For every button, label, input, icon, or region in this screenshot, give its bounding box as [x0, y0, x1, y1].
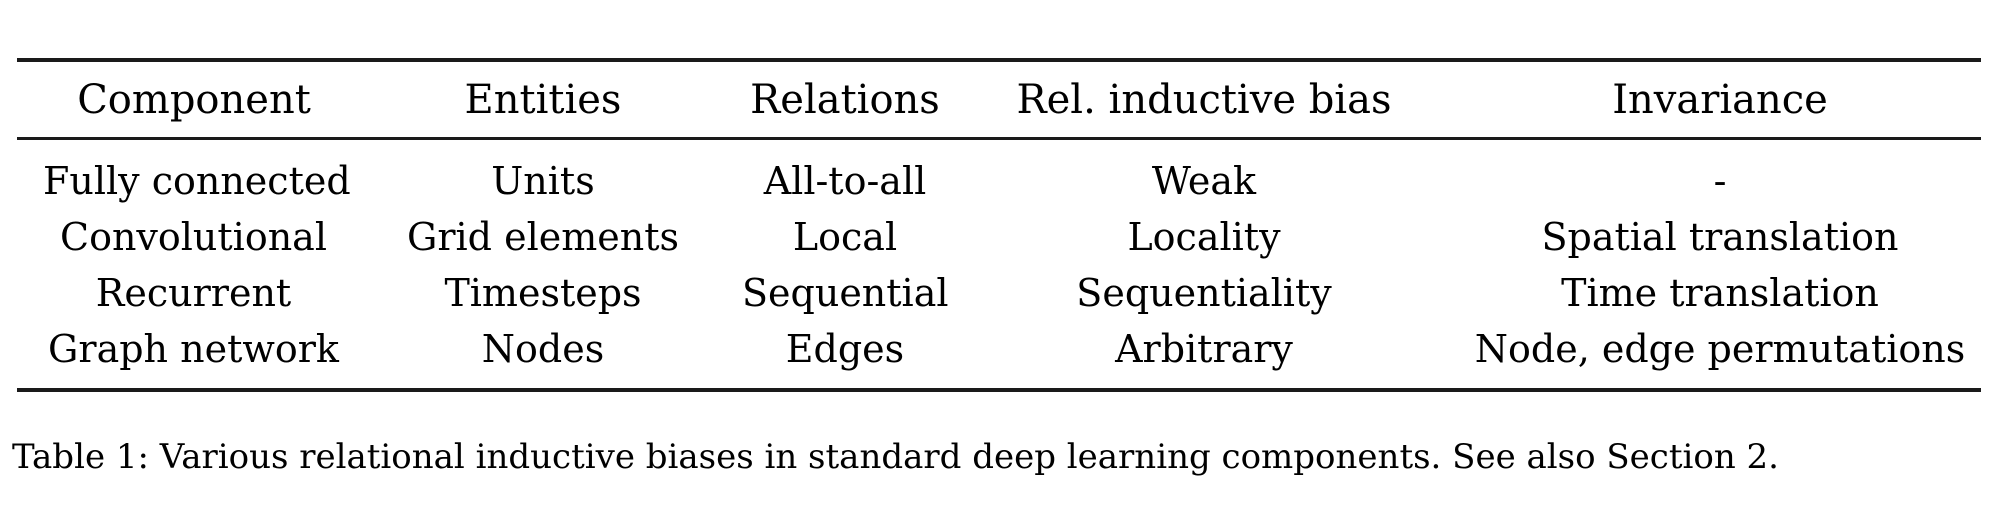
cell-relations: Edges [785, 327, 905, 372]
cell-component: Graph network [48, 327, 339, 372]
cell-entities: Nodes [481, 327, 605, 372]
cell-component: Convolutional [60, 215, 327, 260]
cell-rel-inductive-bias: Arbitrary [1115, 327, 1293, 372]
column-header-rel-inductive-bias: Rel. inductive bias [949, 60, 1459, 141]
column-header-entities: Entities [345, 60, 741, 141]
cell-invariance: Time translation [1561, 271, 1879, 316]
column-header-relations: Relations [741, 60, 949, 141]
cell-relations: All-to-all [763, 159, 927, 204]
cell-component: Fully connected [43, 159, 351, 204]
cell-component: Recurrent [95, 271, 292, 316]
header-row: Component Entities Relations Rel. induct… [17, 60, 1981, 141]
cell-relations: Sequential [742, 271, 949, 316]
table-caption: Table 1: Various relational inductive bi… [12, 437, 1779, 477]
table-row-fully-connected: Fully connected Units All-to-all Weak - [17, 139, 1981, 210]
cell-entities: Grid elements [407, 215, 679, 260]
table-row-graph-network: Graph network Nodes Edges Arbitrary Node… [17, 321, 1981, 390]
table-row-recurrent: Recurrent Timesteps Sequential Sequentia… [17, 265, 1981, 321]
column-header-invariance: Invariance [1459, 60, 1981, 141]
cell-entities: Units [491, 159, 595, 204]
table-container: Component Entities Relations Rel. induct… [17, 58, 1981, 393]
column-header-component: Component [17, 60, 345, 141]
cell-invariance: Spatial translation [1541, 215, 1899, 260]
cell-entities: Timesteps [444, 271, 642, 316]
inductive-bias-table: Component Entities Relations Rel. induct… [17, 58, 1981, 393]
cell-invariance: - [1713, 159, 1727, 204]
cell-rel-inductive-bias: Locality [1127, 215, 1281, 260]
table-row-convolutional: Convolutional Grid elements Local Locali… [17, 209, 1981, 265]
cell-rel-inductive-bias: Weak [1151, 159, 1257, 204]
cell-invariance: Node, edge permutations [1474, 327, 1966, 372]
cell-rel-inductive-bias: Sequentiality [1076, 271, 1332, 316]
cell-relations: Local [792, 215, 898, 260]
